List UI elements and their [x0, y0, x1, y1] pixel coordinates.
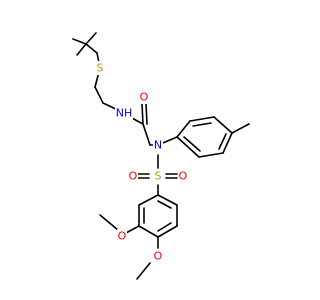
bond — [99, 214, 119, 231]
bond — [192, 122, 212, 127]
sulfonyl-oxygen-right-label: O — [179, 170, 188, 183]
bond — [138, 225, 159, 238]
bond — [198, 152, 224, 158]
bond — [218, 133, 227, 150]
bond — [213, 116, 233, 134]
bond — [176, 136, 200, 158]
bond — [76, 43, 87, 56]
sulfonyl-sulfur-atom: S — [153, 169, 163, 183]
bond — [142, 123, 151, 146]
bond — [189, 116, 215, 122]
methoxy-oxygen-4-label: O — [154, 250, 163, 263]
molecule-structure-drawing: S NH O N S O O O — [72, 32, 250, 280]
atom-label-layer: S NH O N S O O O — [95, 61, 188, 263]
sulfonyl-oxygen-left-atom: O — [128, 169, 138, 183]
sulfonyl-oxygen-left-label: O — [129, 170, 138, 183]
thioether-sulfur-label: S — [97, 62, 104, 75]
bond — [141, 103, 144, 125]
bond — [157, 222, 172, 232]
methoxy-oxygen-3-label: O — [118, 230, 127, 243]
sulfonyl-sulfur-label: S — [155, 170, 162, 183]
methoxy-oxygen-3-atom: O — [117, 229, 127, 243]
bond — [222, 132, 233, 154]
bond — [85, 32, 97, 45]
bond — [94, 86, 104, 104]
bond — [136, 262, 151, 280]
bond — [85, 43, 98, 54]
bond — [125, 225, 140, 234]
bond — [138, 194, 159, 206]
bond — [72, 38, 87, 45]
amide-oxygen-atom: O — [139, 90, 149, 104]
methoxy-oxygen-4-atom: O — [153, 249, 163, 263]
sulfonyl-oxygen-right-atom: O — [178, 169, 188, 183]
sulfonamide-nitrogen-label: N — [154, 139, 162, 152]
bond — [176, 120, 191, 138]
amide-nh-label: NH — [116, 107, 133, 120]
thioether-sulfur-atom: S — [95, 61, 105, 75]
bond — [157, 194, 178, 206]
bond — [157, 225, 178, 238]
bond — [157, 200, 172, 209]
bond — [145, 103, 148, 125]
sulfonamide-nitrogen-atom: N — [153, 138, 163, 152]
bond — [183, 136, 201, 152]
amide-oxygen-label: O — [140, 91, 149, 104]
amide-nitrogen-atom: NH — [115, 106, 133, 120]
bond — [231, 123, 250, 134]
